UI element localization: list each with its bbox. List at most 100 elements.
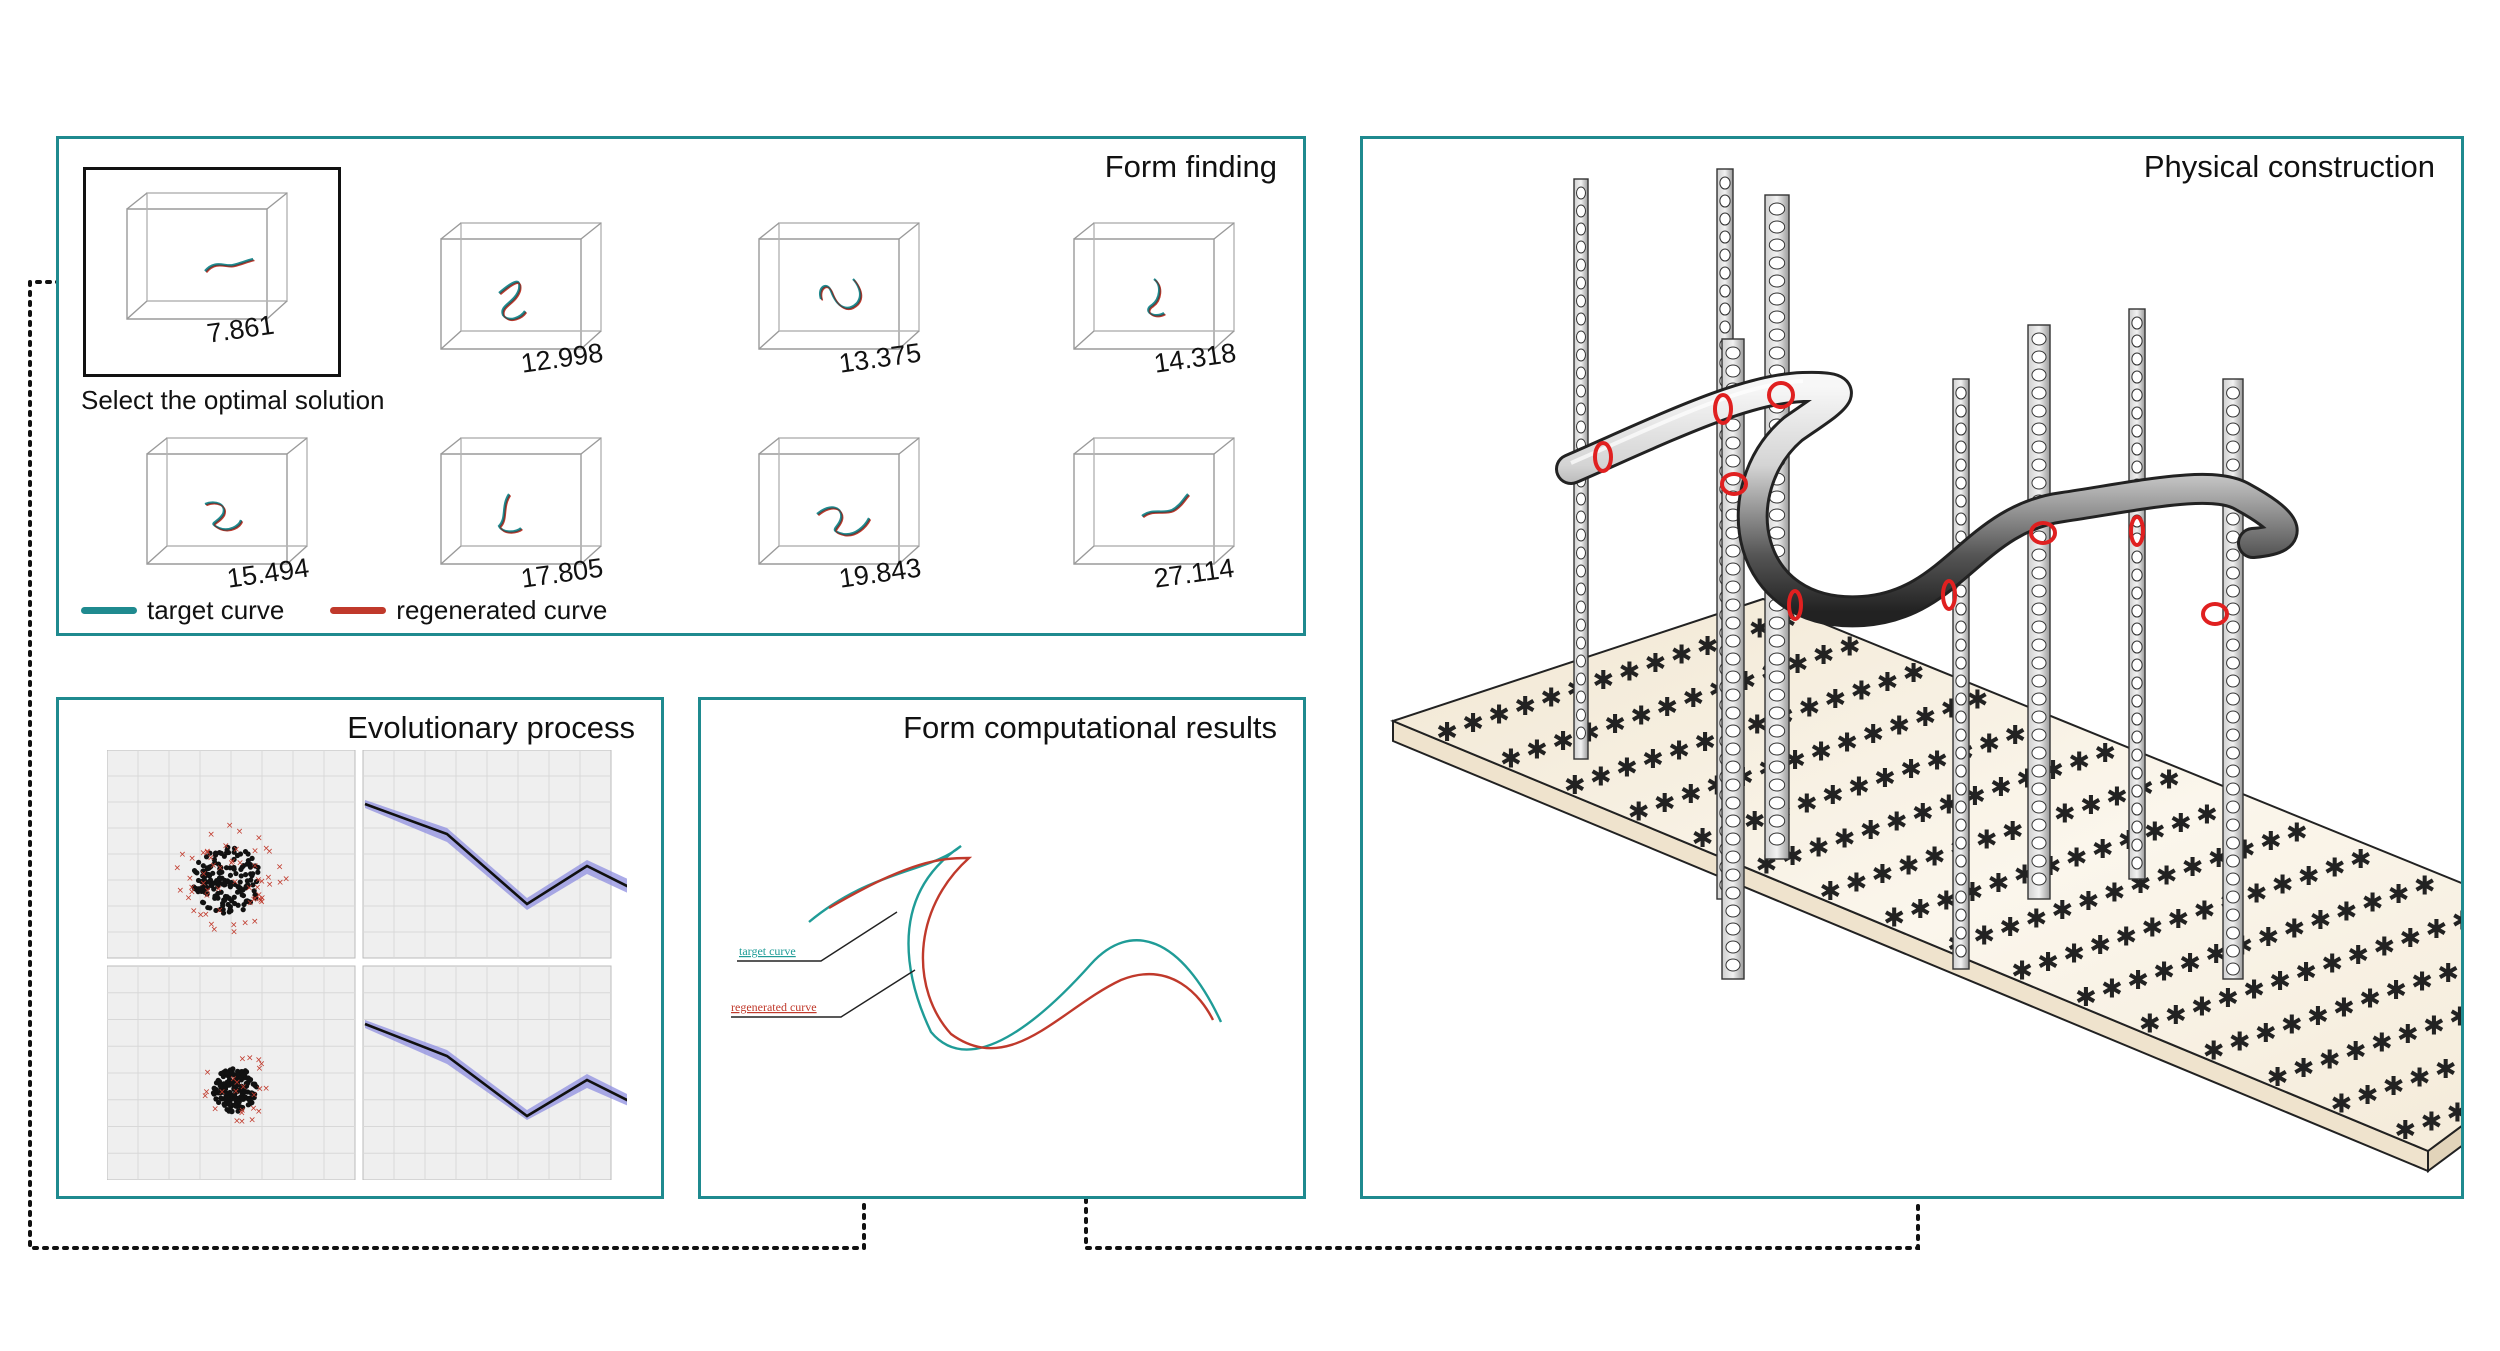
evo-scatter-point: [204, 891, 210, 897]
board-peg: ✱: [2115, 922, 2137, 952]
evo-scatter-point: [224, 894, 230, 900]
post-hole: [1955, 494, 1967, 508]
board-peg: ✱: [2104, 879, 2126, 909]
post-hole: [1768, 742, 1786, 756]
board-peg: ✱: [1616, 754, 1638, 784]
post-hole: [1725, 742, 1741, 756]
board-peg: ✱: [2167, 905, 2189, 935]
evo-scatter-point: [235, 902, 241, 908]
post-hole: [2031, 638, 2047, 652]
board-peg: ✱: [1909, 895, 1931, 925]
solution-cell[interactable]: 15.494: [107, 414, 367, 614]
board-peg: ✱: [1514, 692, 1536, 722]
post-hole: [2031, 584, 2047, 598]
board-peg: ✱: [2452, 907, 2461, 937]
board-peg: ✱: [2350, 845, 2372, 875]
evo-scatter-point: [216, 870, 222, 876]
board-peg: ✱: [1692, 824, 1714, 854]
evo-scatter-cross: ×: [256, 1064, 264, 1074]
post-hole: [1768, 796, 1786, 810]
evo-scatter-point: [244, 861, 250, 867]
evo-scatter-point: [247, 1077, 254, 1083]
post-hole: [2226, 962, 2240, 976]
computational-title: Form computational results: [903, 710, 1277, 745]
post-hole: [2226, 728, 2240, 742]
board-peg: ✱: [2281, 1011, 2303, 1041]
post-hole: [2031, 458, 2047, 472]
evo-scatter-cross: ×: [230, 927, 238, 937]
evo-scatter-cross: ×: [257, 896, 265, 906]
evo-scatter-point: [243, 883, 249, 889]
post-hole: [1725, 922, 1741, 936]
post-hole: [2031, 620, 2047, 634]
board-peg: ✱: [1903, 659, 1925, 689]
post-hole: [1725, 670, 1741, 684]
solution-cell[interactable]: 17.805: [401, 414, 661, 614]
solution-box-wireframe: [758, 222, 920, 350]
board-peg: ✱: [2309, 906, 2331, 936]
post-hole: [2131, 316, 2143, 330]
evo-scatter-point: [234, 889, 241, 895]
post-hole: [1725, 958, 1741, 972]
post-hole: [1576, 654, 1586, 668]
evo-scatter-point: [243, 1080, 249, 1087]
post-hole: [1725, 598, 1741, 612]
evo-scatter-point: [240, 887, 246, 893]
post-hole: [2031, 386, 2047, 400]
solution-cell[interactable]: 27.114: [1034, 414, 1294, 614]
evo-scatter-point: [225, 879, 231, 885]
solution-cell[interactable]: 7.861: [87, 169, 347, 369]
evo-scatter-cross: ×: [215, 885, 223, 895]
evo-scatter-cross: ×: [203, 1088, 211, 1098]
evo-scatter-cross: ×: [246, 899, 254, 909]
solution-cell[interactable]: 19.843: [719, 414, 979, 614]
evo-scatter-cross: ×: [216, 906, 224, 916]
board-peg: ✱: [2127, 966, 2149, 996]
board-peg: ✱: [2293, 1054, 2315, 1084]
post-hole: [1576, 600, 1586, 614]
evo-scatter-cross: ×: [239, 1083, 247, 1093]
evo-scatter-point: [252, 863, 258, 869]
solution-cell[interactable]: 12.998: [401, 199, 661, 399]
evo-scatter-cross: ×: [238, 1117, 246, 1127]
evo-scatter-point: [200, 884, 206, 890]
post-hole: [2031, 404, 2047, 418]
evo-scatter-cross: ×: [282, 874, 290, 884]
physical-model-illustration: ✱✱✱✱✱✱✱✱✱✱✱✱✱✱✱✱✱✱✱✱✱✱✱✱✱✱✱✱✱✱✱✱✱✱✱✱✱✱✱✱…: [1390, 168, 2461, 1173]
post-hole: [1725, 418, 1741, 432]
evo-scatter-point: [232, 1095, 238, 1102]
evo-scatter-cross: ×: [176, 886, 184, 896]
target-curve-line: [808, 845, 1223, 1051]
post-hole: [2131, 712, 2143, 726]
post-hole: [2226, 620, 2240, 634]
post-hole: [2131, 424, 2143, 438]
post-hole: [1768, 310, 1786, 324]
board-peg: ✱: [1798, 694, 1820, 724]
post-hole: [1725, 868, 1741, 882]
board-peg: ✱: [2362, 889, 2384, 919]
solution-cell[interactable]: 14.318: [1034, 199, 1294, 399]
post-hole: [1955, 440, 1967, 454]
evo-scatter-cross: ×: [258, 893, 266, 903]
evo-scatter-cross: ×: [241, 919, 249, 929]
board-peg: ✱: [2269, 967, 2291, 997]
board-peg: ✱: [1850, 676, 1872, 706]
evo-scatter-point: [227, 872, 234, 878]
post-hole: [2031, 854, 2047, 868]
post-hole: [1719, 302, 1731, 316]
solution-cell[interactable]: 13.375: [719, 199, 979, 399]
regenerated-curve-line: [828, 856, 1215, 1050]
board-peg: ✱: [1862, 720, 1884, 750]
post-hole: [1725, 634, 1741, 648]
post-hole: [1955, 674, 1967, 688]
evo-scatter-point: [227, 865, 233, 871]
board-peg: ✱: [1877, 668, 1899, 698]
post-hole: [1576, 330, 1586, 344]
evo-scatter-point: [191, 867, 198, 874]
board-peg: ✱: [1488, 701, 1510, 731]
board-peg: ✱: [1604, 710, 1626, 740]
board-peg: ✱: [1886, 808, 1908, 838]
evo-scatter-cross: ×: [250, 895, 258, 905]
